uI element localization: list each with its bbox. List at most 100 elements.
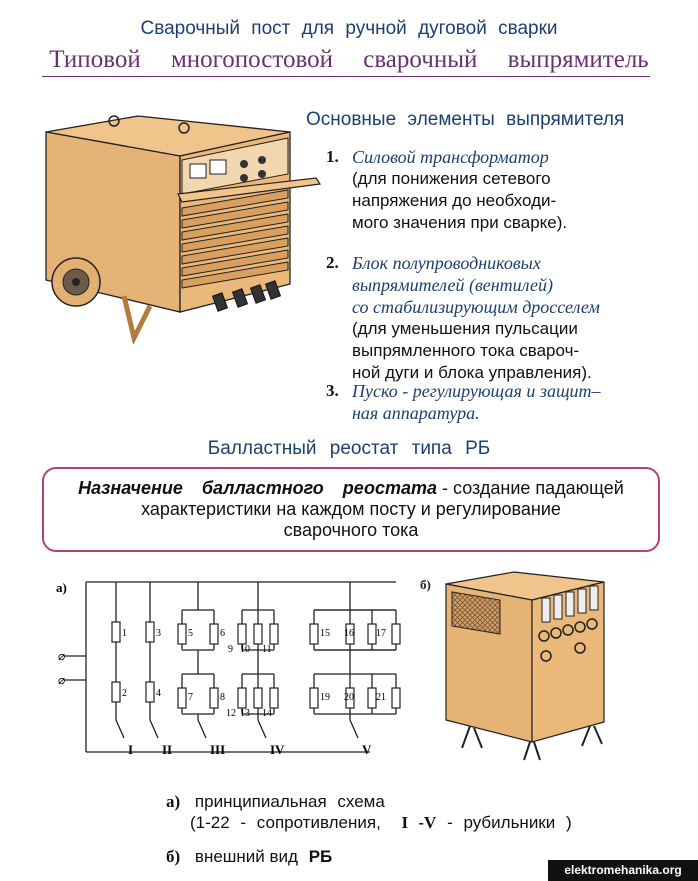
resistor	[345, 623, 355, 645]
resistor	[367, 687, 377, 709]
resistor-label: 8	[220, 692, 225, 703]
switch-label: V	[362, 742, 372, 757]
elements-heading: Основные элементы выпрямителя	[306, 109, 625, 130]
resistor	[269, 687, 279, 709]
caption-a-2: (1-22 - сопротивления, I -V - рубильники…	[190, 813, 572, 833]
resistor	[269, 623, 279, 645]
rb-label-b-wrap: б)	[420, 576, 431, 594]
resistor-label: 17	[376, 628, 386, 639]
switch-blade	[349, 719, 359, 739]
element-item-3: 3. Пуско - регулирующая и защит– ная апп…	[326, 380, 601, 424]
page-subtitle: Сварочный пост для ручной дуговой сварки	[140, 18, 558, 39]
item-title: выпрямителей (вентилей)	[352, 275, 553, 295]
caption-b-bold: РБ	[308, 847, 333, 866]
item-number: 3.	[326, 381, 339, 400]
resistor-label: 16	[344, 628, 354, 639]
caption-a-line2: (1-22 - сопротивления,	[190, 813, 381, 832]
rheostat-heading: Балластный реостат типа РБ	[207, 438, 491, 459]
caption-b: б) внешний вид РБ	[166, 847, 332, 867]
switch-blade	[257, 719, 267, 739]
resistor	[177, 623, 187, 645]
item-line: мого значения при сварке).	[352, 213, 568, 232]
resistor	[367, 623, 377, 645]
resistor-label: 12	[226, 708, 236, 719]
watermark: elektromehanika.org	[548, 860, 698, 881]
resistor-label: 3	[156, 628, 161, 639]
title-underline	[42, 76, 650, 77]
item-number: 1.	[326, 147, 339, 166]
item-title: Блок полупроводниковых	[352, 253, 541, 273]
input-terminal: ⌀	[58, 673, 65, 687]
caption-a-switches: I -V	[401, 813, 437, 832]
switch-blade	[115, 719, 125, 739]
resistor	[391, 623, 401, 645]
rb-label-b: б)	[420, 577, 431, 592]
caption-a-label: а)	[166, 792, 181, 811]
purpose-lead: Назначение балластного реостата	[78, 478, 437, 498]
purpose-line-1: - создание падающей	[437, 478, 624, 498]
switch-label: III	[210, 742, 225, 757]
caption-b-label: б)	[166, 847, 181, 866]
caption-b-text: внешний вид	[194, 847, 298, 866]
purpose-line-2: характеристики на каждом посту и регулир…	[141, 499, 561, 519]
item-title: ная аппаратура.	[352, 403, 480, 423]
resistor-label: 14	[262, 708, 272, 719]
resistor-label: 5	[188, 628, 193, 639]
resistor-label: 2	[122, 688, 127, 699]
rheostat-schematic: а) ⌀⌀12I34II5768III91210131114IV15191620…	[56, 580, 401, 757]
resistor-label: 19	[320, 692, 330, 703]
switch-blade	[197, 719, 207, 739]
resistor	[177, 687, 187, 709]
switch-blade	[149, 719, 159, 739]
resistor	[145, 681, 155, 703]
item-number: 2.	[326, 253, 339, 272]
rb-external-view	[445, 571, 605, 761]
element-item-2: 2. Блок полупроводниковых выпрямителей (…	[326, 252, 600, 384]
item-title: Пуско - регулирующая и защит–	[352, 381, 601, 401]
item-line: (для уменьшения пульсации	[352, 319, 578, 338]
resistor	[209, 623, 219, 645]
item-title: со стабилизирующим дросселем	[352, 297, 600, 317]
switch-label: II	[162, 742, 172, 757]
resistor	[237, 623, 247, 645]
caption-a-line2-end: - рубильники )	[447, 813, 572, 832]
resistor	[253, 623, 263, 645]
switch-label: IV	[270, 742, 285, 757]
switch-label: I	[128, 742, 133, 757]
resistor	[145, 621, 155, 643]
resistor-label: 6	[220, 628, 225, 639]
item-title: Силовой трансформатор	[352, 147, 549, 167]
purpose-text: Назначение балластного реостата - создан…	[42, 478, 660, 541]
resistor-label: 21	[376, 692, 386, 703]
resistor-label: 1	[122, 628, 127, 639]
resistor	[309, 623, 319, 645]
resistor-label: 20	[344, 692, 354, 703]
item-line: (для понижения сетевого	[352, 169, 551, 188]
resistor	[111, 621, 121, 643]
resistor-label: 4	[156, 688, 161, 699]
resistor-label: 10	[240, 644, 250, 655]
resistor	[209, 687, 219, 709]
resistor	[309, 687, 319, 709]
resistor-label: 15	[320, 628, 330, 639]
caption-a-line1: принципиальная схема	[194, 792, 385, 811]
resistor-label: 13	[240, 708, 250, 719]
page-title: Типовой многопостовой сварочный выпрямит…	[49, 46, 649, 73]
resistor	[111, 681, 121, 703]
item-line: напряжения до необходи-	[352, 191, 557, 210]
caption-a: а) принципиальная схема	[166, 792, 385, 812]
purpose-line-3: сварочного тока	[283, 520, 419, 540]
resistor	[253, 687, 263, 709]
item-line: ной дуги и блока управления).	[352, 363, 592, 382]
resistor-label: 11	[262, 644, 272, 655]
purpose-box	[42, 467, 660, 552]
input-terminal: ⌀	[58, 649, 65, 663]
schema-label-a: а)	[56, 580, 67, 595]
element-item-1: 1. Силовой трансформатор (для понижения …	[326, 146, 567, 234]
resistor-label: 7	[188, 692, 193, 703]
resistor	[391, 687, 401, 709]
rectifier-illustration	[45, 115, 322, 344]
resistor	[237, 687, 247, 709]
resistor-label: 9	[228, 644, 233, 655]
resistor	[345, 687, 355, 709]
